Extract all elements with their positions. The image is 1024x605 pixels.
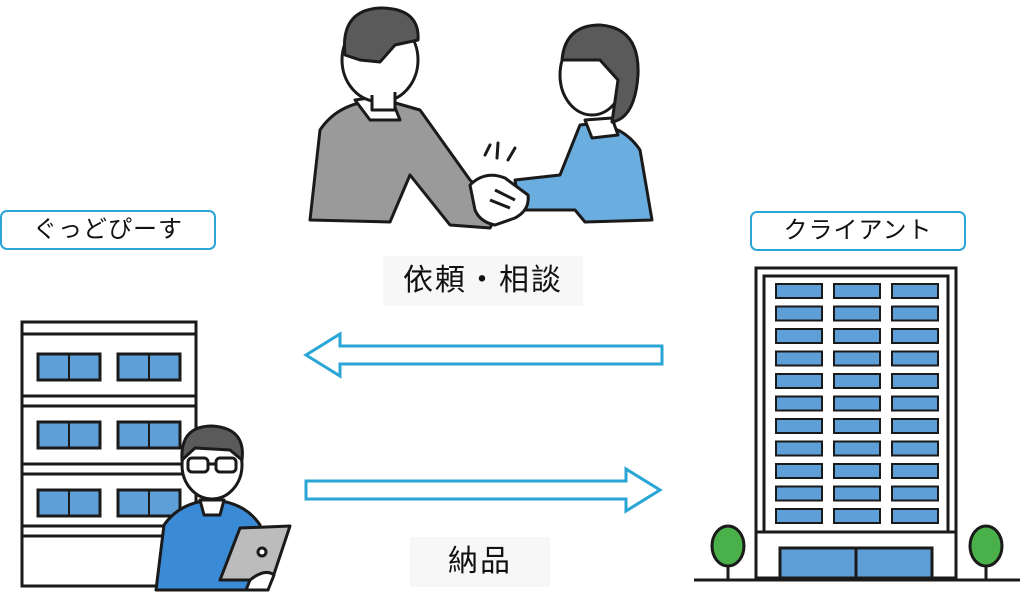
tower-window (775, 508, 823, 524)
tower-window (775, 373, 823, 389)
tower-window (891, 418, 939, 434)
right-party-label: クライアント (750, 211, 966, 251)
tower-window (833, 395, 881, 412)
tower-window (891, 305, 939, 322)
tower-window (891, 373, 939, 389)
tower-window (891, 350, 939, 367)
tower-window (833, 463, 881, 479)
tower-window (833, 283, 881, 299)
tower-window (891, 508, 939, 524)
tower-window (833, 440, 881, 457)
delivery-caption: 納品 (410, 537, 550, 587)
tower-window (891, 328, 939, 344)
tower-window (891, 463, 939, 479)
tower-window (775, 283, 823, 299)
tower-window (833, 373, 881, 389)
tower-window (833, 305, 881, 322)
tower-window (891, 395, 939, 412)
tower-window (891, 440, 939, 457)
delivery-arrow (304, 466, 663, 514)
tower-window (775, 418, 823, 434)
request-caption: 依頼・相談 (383, 256, 583, 306)
tower-window (891, 283, 939, 299)
laptop-worker-icon (154, 424, 292, 592)
tower-window (833, 485, 881, 502)
tower-window (775, 463, 823, 479)
tower-window (833, 328, 881, 344)
tower-window (833, 350, 881, 367)
tower-window (775, 440, 823, 457)
tower-window (833, 508, 881, 524)
office-tower-icon (694, 266, 1020, 582)
request-arrow (303, 331, 664, 379)
handshake-icon (308, 6, 654, 230)
tower-window (775, 485, 823, 502)
left-party-label: ぐっどぴーす (0, 210, 216, 250)
tower-window (775, 350, 823, 367)
tower-window (775, 328, 823, 344)
tower-window (775, 305, 823, 322)
tower-window (891, 485, 939, 502)
tower-window (833, 418, 881, 434)
tower-window (775, 395, 823, 412)
